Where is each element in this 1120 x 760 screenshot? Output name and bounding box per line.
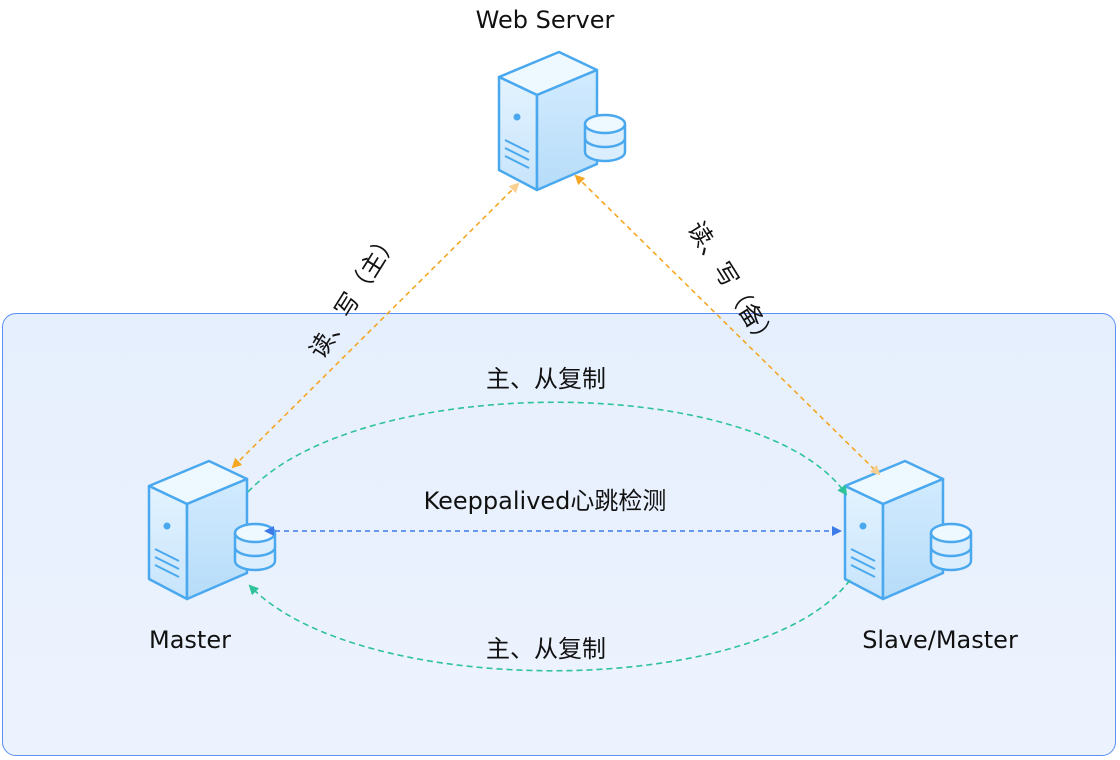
rw-primary-arrow: [231, 182, 520, 469]
web-server-label: Web Server: [475, 6, 615, 34]
master-server-icon: [147, 459, 277, 601]
replication-bottom-arrow: [248, 579, 851, 672]
replication-bottom-label: 主、从复制: [486, 635, 606, 663]
replication-top-label: 主、从复制: [486, 365, 606, 393]
slave-label: Slave/Master: [862, 626, 1018, 654]
slave-server-icon: [843, 459, 973, 601]
web-server-icon: [497, 50, 627, 192]
replication-top-arrow: [247, 401, 848, 496]
master-label: Master: [149, 626, 231, 654]
rw-backup-arrow: [574, 174, 881, 476]
heartbeat-label: Keeppalived心跳检测: [423, 487, 667, 515]
